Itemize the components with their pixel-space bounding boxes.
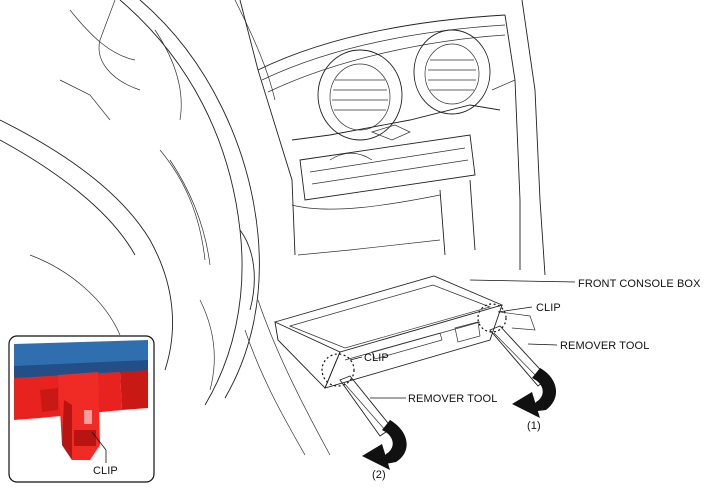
label-remover-tool-right: REMOVER TOOL [560,340,649,352]
label-remover-tool-left: REMOVER TOOL [408,393,497,405]
leader-lines [349,279,576,399]
label-clip-center: CLIP [364,352,389,364]
clip-highlight-center [321,353,355,387]
steering-wheel [0,0,276,406]
rotation-arrow-2 [362,420,407,470]
dashboard-center [239,0,546,456]
label-step-1: (1) [527,420,541,432]
label-clip-right: CLIP [536,302,561,314]
inset-label-clip: CLIP [93,465,118,477]
rotation-arrow-1 [512,368,557,418]
label-step-2: (2) [372,469,386,481]
remover-tool-left [339,375,393,437]
clip-highlight-right [477,303,507,333]
clip-detail-inset: CLIP [8,335,155,483]
label-front-console-box: FRONT CONSOLE BOX [578,278,701,290]
front-console-box [273,275,536,389]
